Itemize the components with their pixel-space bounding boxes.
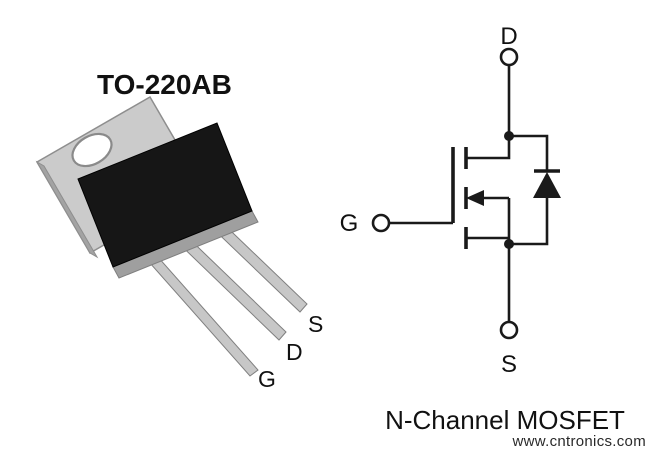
schematic-caption: N-Channel MOSFET <box>385 405 625 435</box>
package-title: TO-220AB <box>97 69 232 100</box>
pin-label-drain: D <box>286 339 303 365</box>
plastic-body <box>77 122 253 268</box>
mounting-hole-icon <box>71 132 113 168</box>
drain-terminal <box>499 47 519 67</box>
pin-label-source: S <box>308 311 323 337</box>
package-drawing: TO-220AB S D G <box>35 69 323 392</box>
watermark-text: www.cntronics.com <box>512 433 646 450</box>
body-arrow-icon <box>466 190 484 206</box>
diode-bottom-wire <box>509 198 549 246</box>
pin-label-gate: G <box>258 366 276 392</box>
gate-terminal <box>371 213 391 233</box>
diode-top-wire <box>509 134 549 171</box>
drain-terminal-label: D <box>500 23 517 50</box>
body-diode-icon <box>533 172 561 198</box>
metal-tab-edge <box>35 160 99 259</box>
source-terminal <box>499 320 519 340</box>
gate-terminal-label: G <box>340 210 359 237</box>
source-terminal-label: S <box>501 351 517 378</box>
mosfet-symbol: D G <box>340 23 625 435</box>
drain-stub-wire <box>466 136 511 160</box>
